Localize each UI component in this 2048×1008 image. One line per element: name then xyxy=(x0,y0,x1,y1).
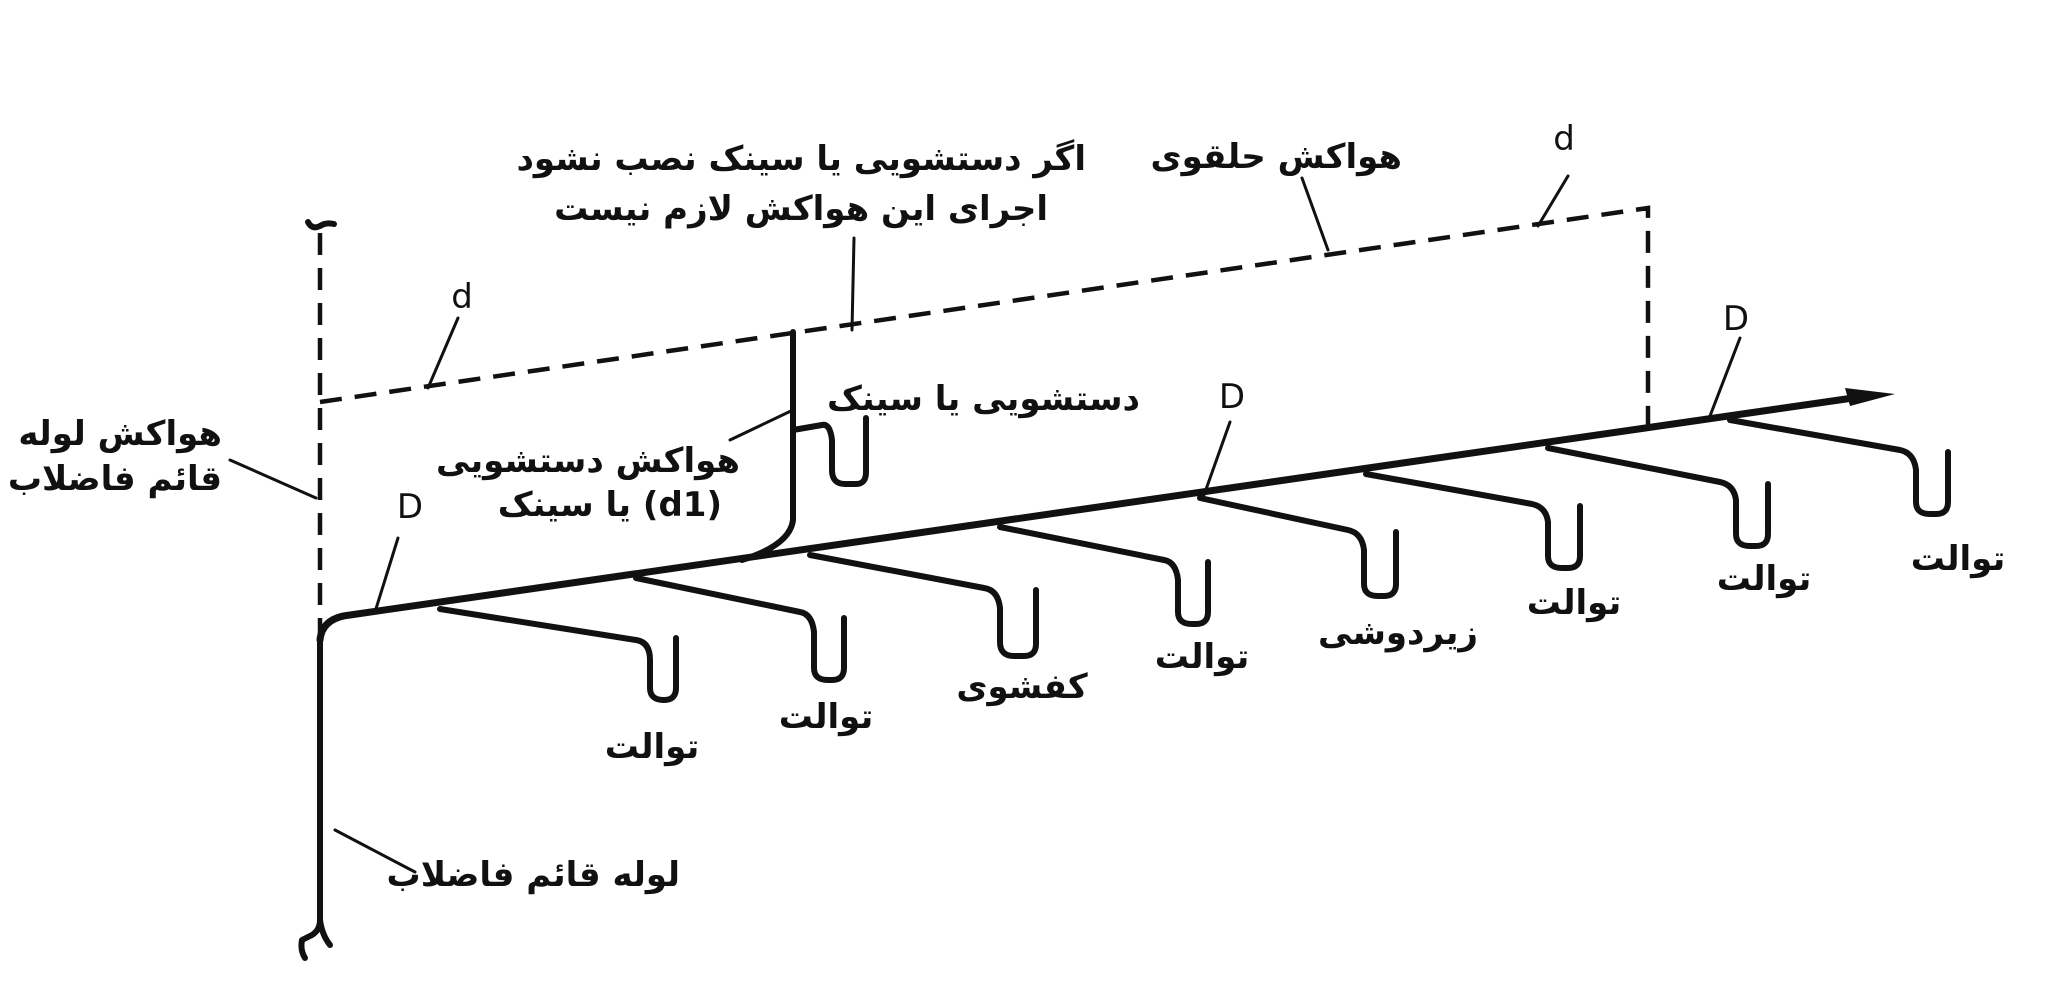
label-fixture: توالت xyxy=(1527,583,1622,623)
fixture-branch xyxy=(437,606,679,703)
basin-vent-pipe xyxy=(739,329,796,563)
symbol-D-right: D xyxy=(1723,299,1749,339)
label-fixture: توالت xyxy=(1717,559,1812,599)
label-note-line1: اگر دستشویی یا سینک نصب نشود xyxy=(516,139,1086,179)
symbol-D-mid: D xyxy=(1219,377,1245,417)
label-stack-vent-line1: هواکش لوله xyxy=(18,414,222,454)
leader-soil-stack xyxy=(333,828,417,874)
soil-stack-pipe xyxy=(298,637,323,961)
fixture-branch xyxy=(997,524,1211,627)
label-fixture: کفشوی xyxy=(956,667,1088,707)
fixture-branch xyxy=(1545,445,1771,549)
leader-D-left xyxy=(373,536,400,614)
flow-arrow-icon xyxy=(1845,388,1895,406)
label-fixture: زیردوشی xyxy=(1318,613,1478,653)
horizontal-drain-pipe xyxy=(316,393,1864,644)
symbol-D-left: D xyxy=(397,487,423,527)
stack-vent-top-cap xyxy=(305,219,337,231)
fixture-branches xyxy=(437,417,1951,703)
leader-stack-vent xyxy=(228,458,318,500)
label-fixture: توالت xyxy=(1911,539,2006,579)
leader-d-left xyxy=(426,316,460,390)
basin-trap xyxy=(790,415,869,487)
soil-stack-bottom-break xyxy=(317,917,333,948)
label-basin-vent-line1: هواکش دستشویی xyxy=(436,441,740,481)
label-fixture: توالت xyxy=(605,727,700,767)
label-note-line2: اجرای این هواکش لازم نیست xyxy=(554,189,1048,229)
leader-basin-vent xyxy=(728,408,795,442)
label-loop-vent: هواکش حلقوی xyxy=(1150,137,1402,177)
symbol-d-right: d xyxy=(1553,119,1575,159)
label-stack-vent-line2: قائم فاضلاب xyxy=(8,459,222,499)
label-fixture: توالت xyxy=(779,697,874,737)
fixture-branch xyxy=(807,552,1039,659)
fixture-branch xyxy=(1363,471,1583,571)
label-soil-stack: لوله قائم فاضلاب xyxy=(387,855,680,895)
label-fixture: توالت xyxy=(1155,637,1250,677)
leader-loop-vent xyxy=(1300,176,1330,252)
leader-note xyxy=(850,236,856,332)
fixture-branch xyxy=(1727,417,1951,517)
label-basin: دستشویی یا سینک xyxy=(827,379,1140,419)
fixture-branch xyxy=(633,575,847,683)
leader-d-right xyxy=(1536,174,1570,228)
label-basin-vent-line2: یا سینک (d1) xyxy=(498,485,722,525)
fixture-branch xyxy=(1197,495,1399,599)
leader-D-right xyxy=(1708,336,1742,418)
symbol-d-left: d xyxy=(451,277,473,317)
loop-vent-pipe xyxy=(319,205,1651,425)
leader-D-mid xyxy=(1202,420,1232,497)
